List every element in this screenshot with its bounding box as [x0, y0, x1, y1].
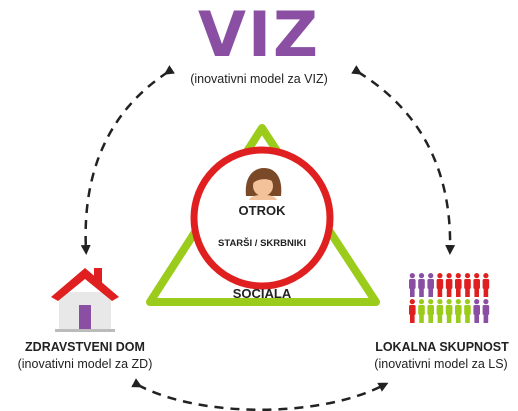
- person-legs: [483, 314, 489, 323]
- person-legs: [456, 288, 461, 297]
- person-head: [483, 299, 489, 305]
- person-head: [474, 273, 480, 279]
- person-head: [437, 299, 443, 305]
- person-legs: [410, 288, 415, 297]
- person-head: [409, 273, 415, 279]
- person-legs: [437, 288, 443, 297]
- person-body: [473, 279, 480, 289]
- zd-subtitle: (inovativni model za ZD): [17, 357, 153, 371]
- person-head: [428, 299, 434, 305]
- person-body: [482, 305, 490, 315]
- person-head: [455, 299, 461, 305]
- ls-subtitle: (inovativni model za LS): [374, 357, 508, 371]
- house-icon: [51, 268, 119, 332]
- person-head: [474, 299, 480, 305]
- person-body: [473, 305, 480, 315]
- person-head: [483, 273, 489, 279]
- person-body: [409, 279, 416, 289]
- person-head: [464, 273, 471, 279]
- person-legs: [474, 288, 479, 297]
- child-face-icon: [245, 168, 282, 200]
- person-body: [455, 305, 462, 315]
- person-body: [409, 305, 416, 315]
- person-body: [445, 305, 453, 315]
- person-body: [464, 305, 471, 315]
- person-head: [428, 273, 434, 279]
- person-head: [437, 273, 443, 279]
- person-legs: [446, 288, 452, 297]
- person-legs: [456, 314, 461, 323]
- sociala-label: SOCIALA: [232, 286, 292, 301]
- person-legs: [419, 314, 424, 323]
- person-head: [455, 273, 461, 279]
- person-body: [418, 305, 425, 315]
- viz-subtitle: (inovativni model za VIZ): [190, 72, 328, 86]
- person-legs: [465, 288, 470, 297]
- child-label: OTROK: [238, 203, 286, 218]
- person-legs: [446, 314, 452, 323]
- arrow-zd-to-ls: [131, 378, 389, 411]
- person-body: [427, 305, 434, 315]
- zd-title: ZDRAVSTVENI DOM: [25, 340, 145, 354]
- person-body: [445, 279, 453, 289]
- person-legs: [483, 288, 489, 297]
- ls-title: LOKALNA SKUPNOST: [375, 340, 509, 354]
- person-body: [436, 305, 444, 315]
- arrow-viz-to-ls: [351, 65, 456, 255]
- person-legs: [474, 314, 479, 323]
- parents-label: STARŠI / SKRBNIKI: [218, 238, 306, 249]
- viz-title: VIZ: [197, 0, 320, 71]
- person-head: [446, 299, 452, 305]
- person-legs: [437, 314, 443, 323]
- people-group-icon: [409, 273, 490, 323]
- person-head: [446, 273, 452, 279]
- person-body: [427, 279, 434, 289]
- person-body: [436, 279, 444, 289]
- person-body: [482, 279, 490, 289]
- person-body: [464, 279, 471, 289]
- child-circle: [190, 146, 334, 290]
- person-head: [409, 299, 415, 305]
- person-legs: [419, 288, 424, 297]
- person-body: [455, 279, 462, 289]
- person-head: [418, 273, 425, 279]
- person-legs: [428, 288, 433, 297]
- person-head: [464, 299, 471, 305]
- person-body: [418, 279, 425, 289]
- person-legs: [428, 314, 433, 323]
- person-head: [418, 299, 425, 305]
- person-legs: [410, 314, 415, 323]
- arrow-viz-to-zd: [80, 65, 175, 255]
- person-legs: [465, 314, 470, 323]
